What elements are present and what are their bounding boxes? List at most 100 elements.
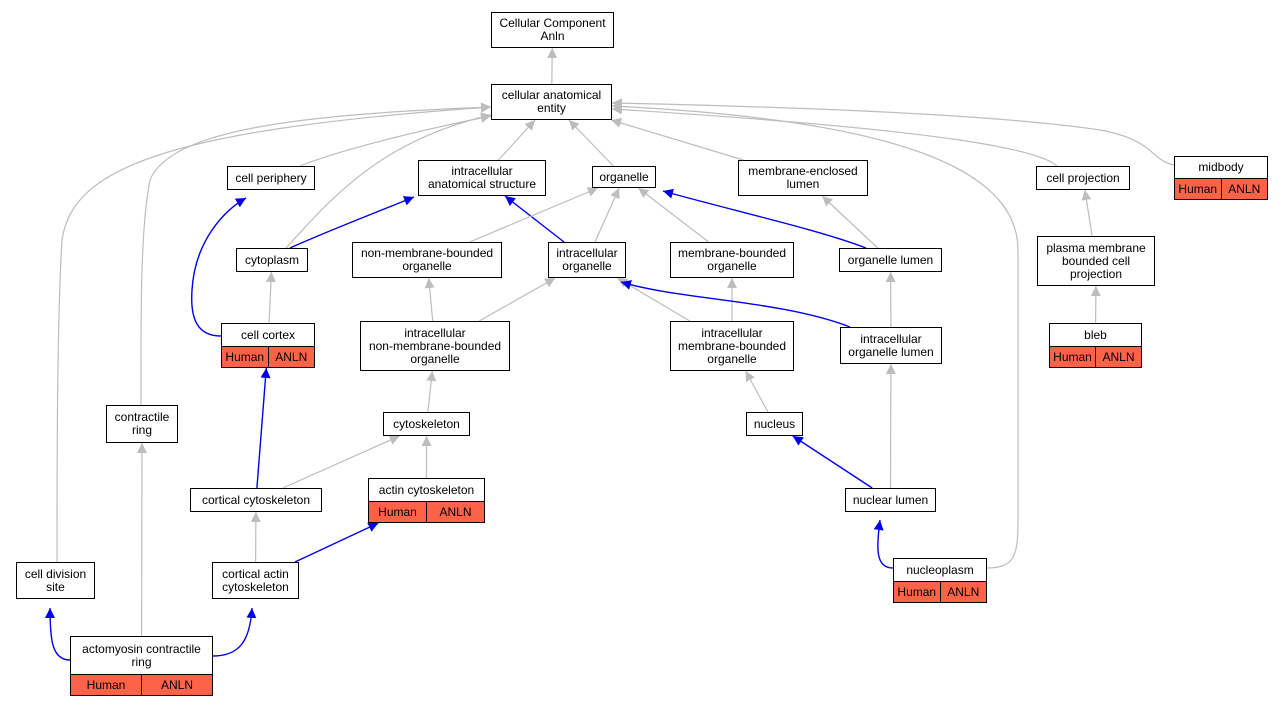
edge-mbo-to-organelle: [637, 187, 709, 243]
node-label: cell projection: [1046, 170, 1120, 185]
node-imbo[interactable]: intracellular membrane-bounded organelle: [670, 321, 794, 371]
edge-ias-to-cae: [498, 119, 536, 161]
node-label: cytoplasm: [244, 252, 300, 267]
node-cell-periphery[interactable]: cell periphery: [227, 166, 315, 190]
node-nucleus[interactable]: nucleus: [746, 412, 803, 436]
node-root[interactable]: Cellular Component Anln: [491, 12, 614, 48]
annotation-gene: ANLN: [1220, 179, 1268, 199]
edge-nucleus-to-imbo: [745, 370, 769, 413]
edge-cell_cortex-to-cytoplasm: [265, 271, 276, 324]
node-label: intracellular organelle lumen: [848, 331, 934, 359]
node-label: cell cortex: [240, 327, 296, 342]
node-label: organelle lumen: [847, 252, 934, 267]
node-label: cell periphery: [235, 170, 307, 185]
node-label: actomyosin contractile ring: [82, 641, 201, 669]
node-mel[interactable]: membrane-enclosed lumen: [738, 160, 868, 196]
edge-ol-to-organelle: [662, 188, 867, 249]
edge-cortical_cytoskeleton-to-cytoskeleton: [282, 435, 400, 489]
node-organelle[interactable]: organelle: [592, 166, 656, 188]
node-nmbo[interactable]: non-membrane-bounded organelle: [352, 242, 502, 278]
node-inmbo[interactable]: intracellular non-membrane-bounded organ…: [360, 321, 510, 371]
edge-inmbo-to-nmbo: [424, 277, 435, 322]
annotation-organism: Human: [1178, 181, 1218, 196]
node-label: intracellular membrane-bounded organelle: [677, 325, 787, 366]
node-ias[interactable]: intracellular anatomical structure: [418, 160, 546, 196]
edge-cell_periphery-to-cae: [299, 113, 492, 167]
edge-midbody-to-cae: [611, 98, 1175, 166]
edge-mel-to-cae: [610, 118, 744, 161]
node-label: intracellular anatomical structure: [427, 164, 537, 191]
edge-cytoplasm-to-cae: [285, 112, 492, 249]
node-label: cortical cytoskeleton: [201, 492, 311, 507]
node-label: membrane-enclosed lumen: [748, 164, 858, 191]
node-label: actin cytoskeleton: [378, 482, 475, 497]
node-label: contractile ring: [114, 410, 170, 437]
edge-cell_projection-to-cae: [611, 104, 1058, 167]
edge-cell_cortex-to-cell_periphery: [191, 197, 247, 337]
node-mbo[interactable]: membrane-bounded organelle: [670, 242, 794, 278]
annotation-gene: ANLN: [141, 675, 212, 695]
annotation-organism: Human: [897, 584, 937, 599]
node-cac[interactable]: cortical actin cytoskeleton: [212, 562, 299, 599]
edge-io-to-organelle: [594, 187, 620, 243]
node-label: cytoskeleton: [393, 416, 460, 431]
node-io[interactable]: intracellular organelle: [548, 242, 626, 278]
node-label: nucleus: [753, 416, 796, 431]
node-label: non-membrane-bounded organelle: [360, 246, 494, 273]
node-label: membrane-bounded organelle: [677, 246, 787, 273]
node-label: intracellular non-membrane-bounded organ…: [368, 325, 502, 366]
edge-cytoplasm-to-ias: [289, 196, 415, 249]
node-nuclear-lumen[interactable]: nuclear lumen: [845, 488, 936, 512]
node-label: cortical actin cytoskeleton: [222, 566, 289, 594]
node-ol[interactable]: organelle lumen: [839, 248, 942, 272]
node-cell-projection[interactable]: cell projection: [1036, 166, 1130, 190]
node-label: nuclear lumen: [852, 492, 929, 507]
node-label: midbody: [1198, 160, 1244, 174]
node-label: bleb: [1084, 327, 1107, 342]
node-cytoplasm[interactable]: cytoplasm: [236, 248, 308, 272]
edge-contractile_ring-to-cae: [140, 102, 492, 406]
node-label: plasma membrane bounded cell projection: [1046, 240, 1146, 281]
edge-cac-to-actin_cytoskeleton: [294, 522, 379, 563]
edge-cortical_cytoskeleton-to-cell_cortex: [256, 367, 271, 489]
node-label: cellular anatomical entity: [501, 88, 602, 115]
edge-nucleoplasm-to-nuclear_lumen: [873, 519, 894, 569]
annotation-gene: ANLN: [426, 502, 484, 522]
node-label: cell division site: [24, 566, 87, 594]
node-label: intracellular organelle: [556, 246, 618, 273]
annotation-gene: ANLN: [939, 582, 987, 602]
edge-nuclear_lumen-to-nucleus: [792, 435, 873, 489]
edge-inmbo-to-io: [478, 277, 556, 322]
annotation-organism: Human: [378, 504, 417, 519]
node-cytoskeleton[interactable]: cytoskeleton: [383, 412, 470, 436]
annotation-organism: Human: [1053, 349, 1092, 364]
annotation-organism: Human: [225, 349, 265, 364]
edge-ol-to-mel: [821, 195, 879, 249]
annotation-row: Human ANLN: [369, 501, 484, 522]
edge-pmbcp-to-cell_projection: [1081, 189, 1093, 237]
edge-iol-to-io: [620, 280, 851, 328]
edge-io-to-ias: [504, 195, 565, 243]
node-pmbcp[interactable]: plasma membrane bounded cell projection: [1037, 236, 1155, 286]
edge-acr-to-cac: [212, 607, 257, 657]
node-iol[interactable]: intracellular organelle lumen: [840, 327, 942, 364]
annotation-gene: ANLN: [1095, 347, 1141, 367]
edge-acr-to-cds: [45, 607, 71, 661]
node-contractile-ring[interactable]: contractile ring: [106, 405, 178, 443]
edge-cae-to-root: [547, 47, 558, 85]
node-cds[interactable]: cell division site: [16, 562, 95, 599]
node-cortical-cytoskeleton[interactable]: cortical cytoskeleton: [190, 488, 322, 512]
edge-cytoskeleton-to-inmbo: [426, 370, 437, 413]
node-cae[interactable]: cellular anatomical entity: [491, 84, 612, 120]
